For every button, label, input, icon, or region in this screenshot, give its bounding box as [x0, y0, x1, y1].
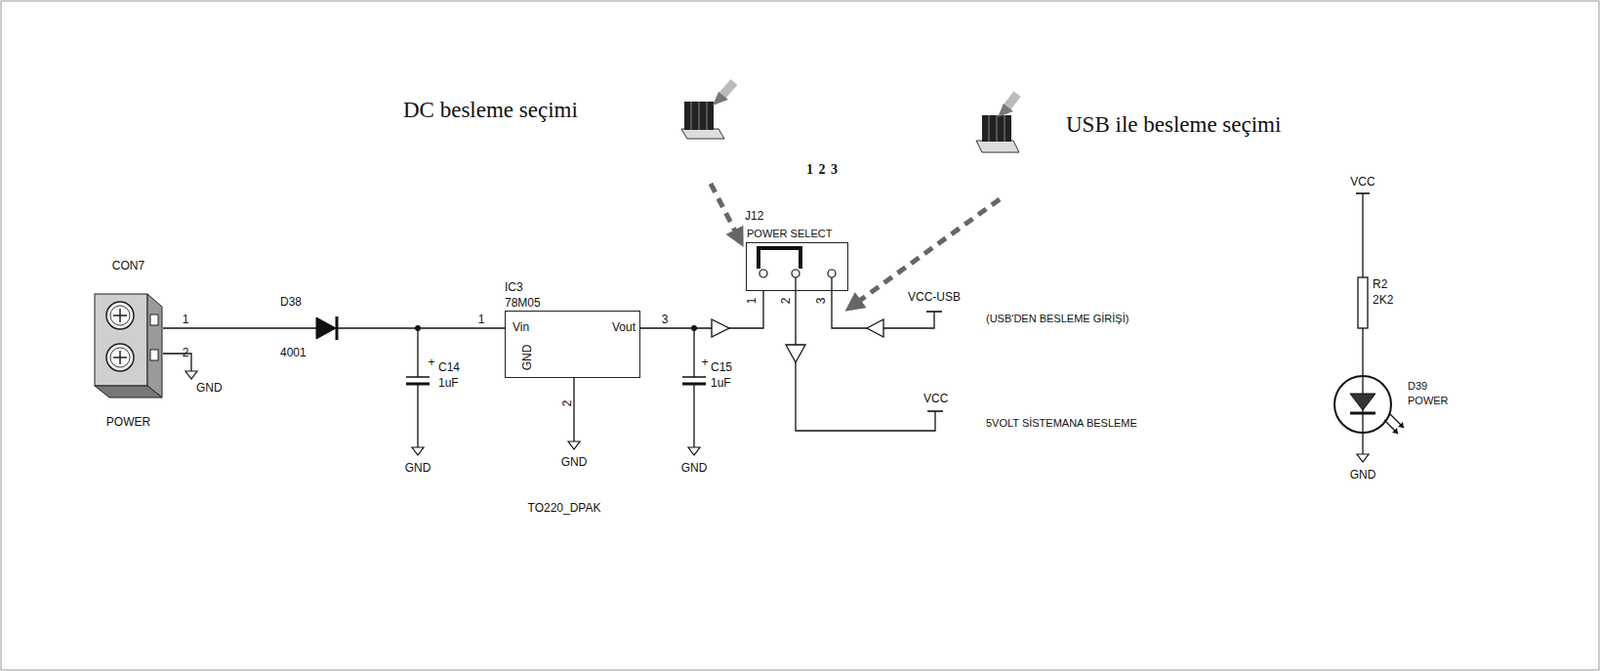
node-text: CON7 [112, 259, 145, 274]
schematic-label: 1 [478, 313, 486, 328]
jumper-icon [681, 82, 735, 139]
schematic-label: VCC [1350, 175, 1375, 190]
jumper-pins [758, 247, 836, 278]
schematic-label: 2 [561, 400, 575, 408]
schematic-label: 3 [815, 297, 829, 305]
callout-title: DC besleme seçimi [403, 97, 578, 124]
schematic-label: C15 [710, 361, 733, 375]
schematic-label: GND [561, 455, 588, 470]
schematic-label: 1uF [438, 376, 459, 391]
jumper-header: J12POWER SELECT [741, 206, 852, 291]
schematic-label: GND [1350, 468, 1377, 483]
regulator-box: IC378M05Vin VoutGND [500, 279, 643, 378]
node-text: Vout [612, 321, 636, 335]
schematic-label: D38 [280, 295, 302, 310]
schematic-label: R2 [1372, 278, 1388, 292]
node-text: Vin [512, 321, 530, 335]
schematic-label: TO220_DPAK [528, 501, 602, 516]
led-symbol [1334, 375, 1404, 434]
schematic-label: 2K2 [1372, 293, 1394, 308]
schematic-label: 1 [745, 297, 760, 305]
junction-dot [414, 325, 421, 331]
schematic-label: VCC-USB [907, 290, 961, 305]
schematic-label: GND [405, 461, 432, 476]
resistor-symbol [1357, 277, 1368, 329]
schematic-label: 2 [779, 297, 794, 305]
diode-symbol [316, 316, 337, 340]
callout-title: USB ile besleme seçimi [1066, 112, 1281, 138]
node-text: J12 [744, 209, 764, 224]
node-text: POWER [106, 415, 151, 430]
schematic-label: C14 [438, 361, 460, 375]
schematic-label: GND [196, 381, 223, 396]
jumper-icon [976, 93, 1020, 153]
schematic-label: GND [681, 461, 708, 476]
connector-body [93, 292, 164, 399]
port-symbol [785, 344, 806, 363]
schematic-label: POWER [1407, 394, 1449, 408]
ground-symbols [185, 370, 1369, 462]
wire-connector [640, 290, 764, 329]
wires [163, 193, 1370, 454]
schematic-label: VCC [923, 392, 948, 407]
schematic-label: 5VOLT SİSTEMANA BESLEME [985, 416, 1138, 430]
schematic-label: D39 [1407, 379, 1428, 393]
schematic-label: (USB'DEN BESLEME GİRİŞİ) [985, 312, 1129, 326]
node-text: GND [521, 344, 535, 371]
node-text: 78M05 [504, 296, 541, 311]
schematic-label: 1 [182, 313, 190, 328]
junction-dot [691, 325, 698, 331]
schematic-label: + [427, 356, 435, 370]
port-symbol [866, 319, 884, 337]
box-outline [93, 292, 164, 399]
schematic-label: + [700, 356, 708, 370]
port-symbol [711, 319, 730, 337]
box-outline [745, 242, 849, 291]
schematic-label: 2 [182, 346, 190, 361]
schematic-label: 1 2 3 [806, 162, 839, 178]
schematic-label: 3 [661, 313, 669, 328]
schematic-label: 1uF [710, 376, 732, 391]
terminal-connector: CON7POWER [93, 257, 164, 432]
schematic-label: 4001 [280, 346, 307, 361]
node-text: IC3 [504, 281, 524, 295]
pointer-arrow [710, 183, 1000, 307]
node-text: POWER SELECT [746, 227, 832, 241]
